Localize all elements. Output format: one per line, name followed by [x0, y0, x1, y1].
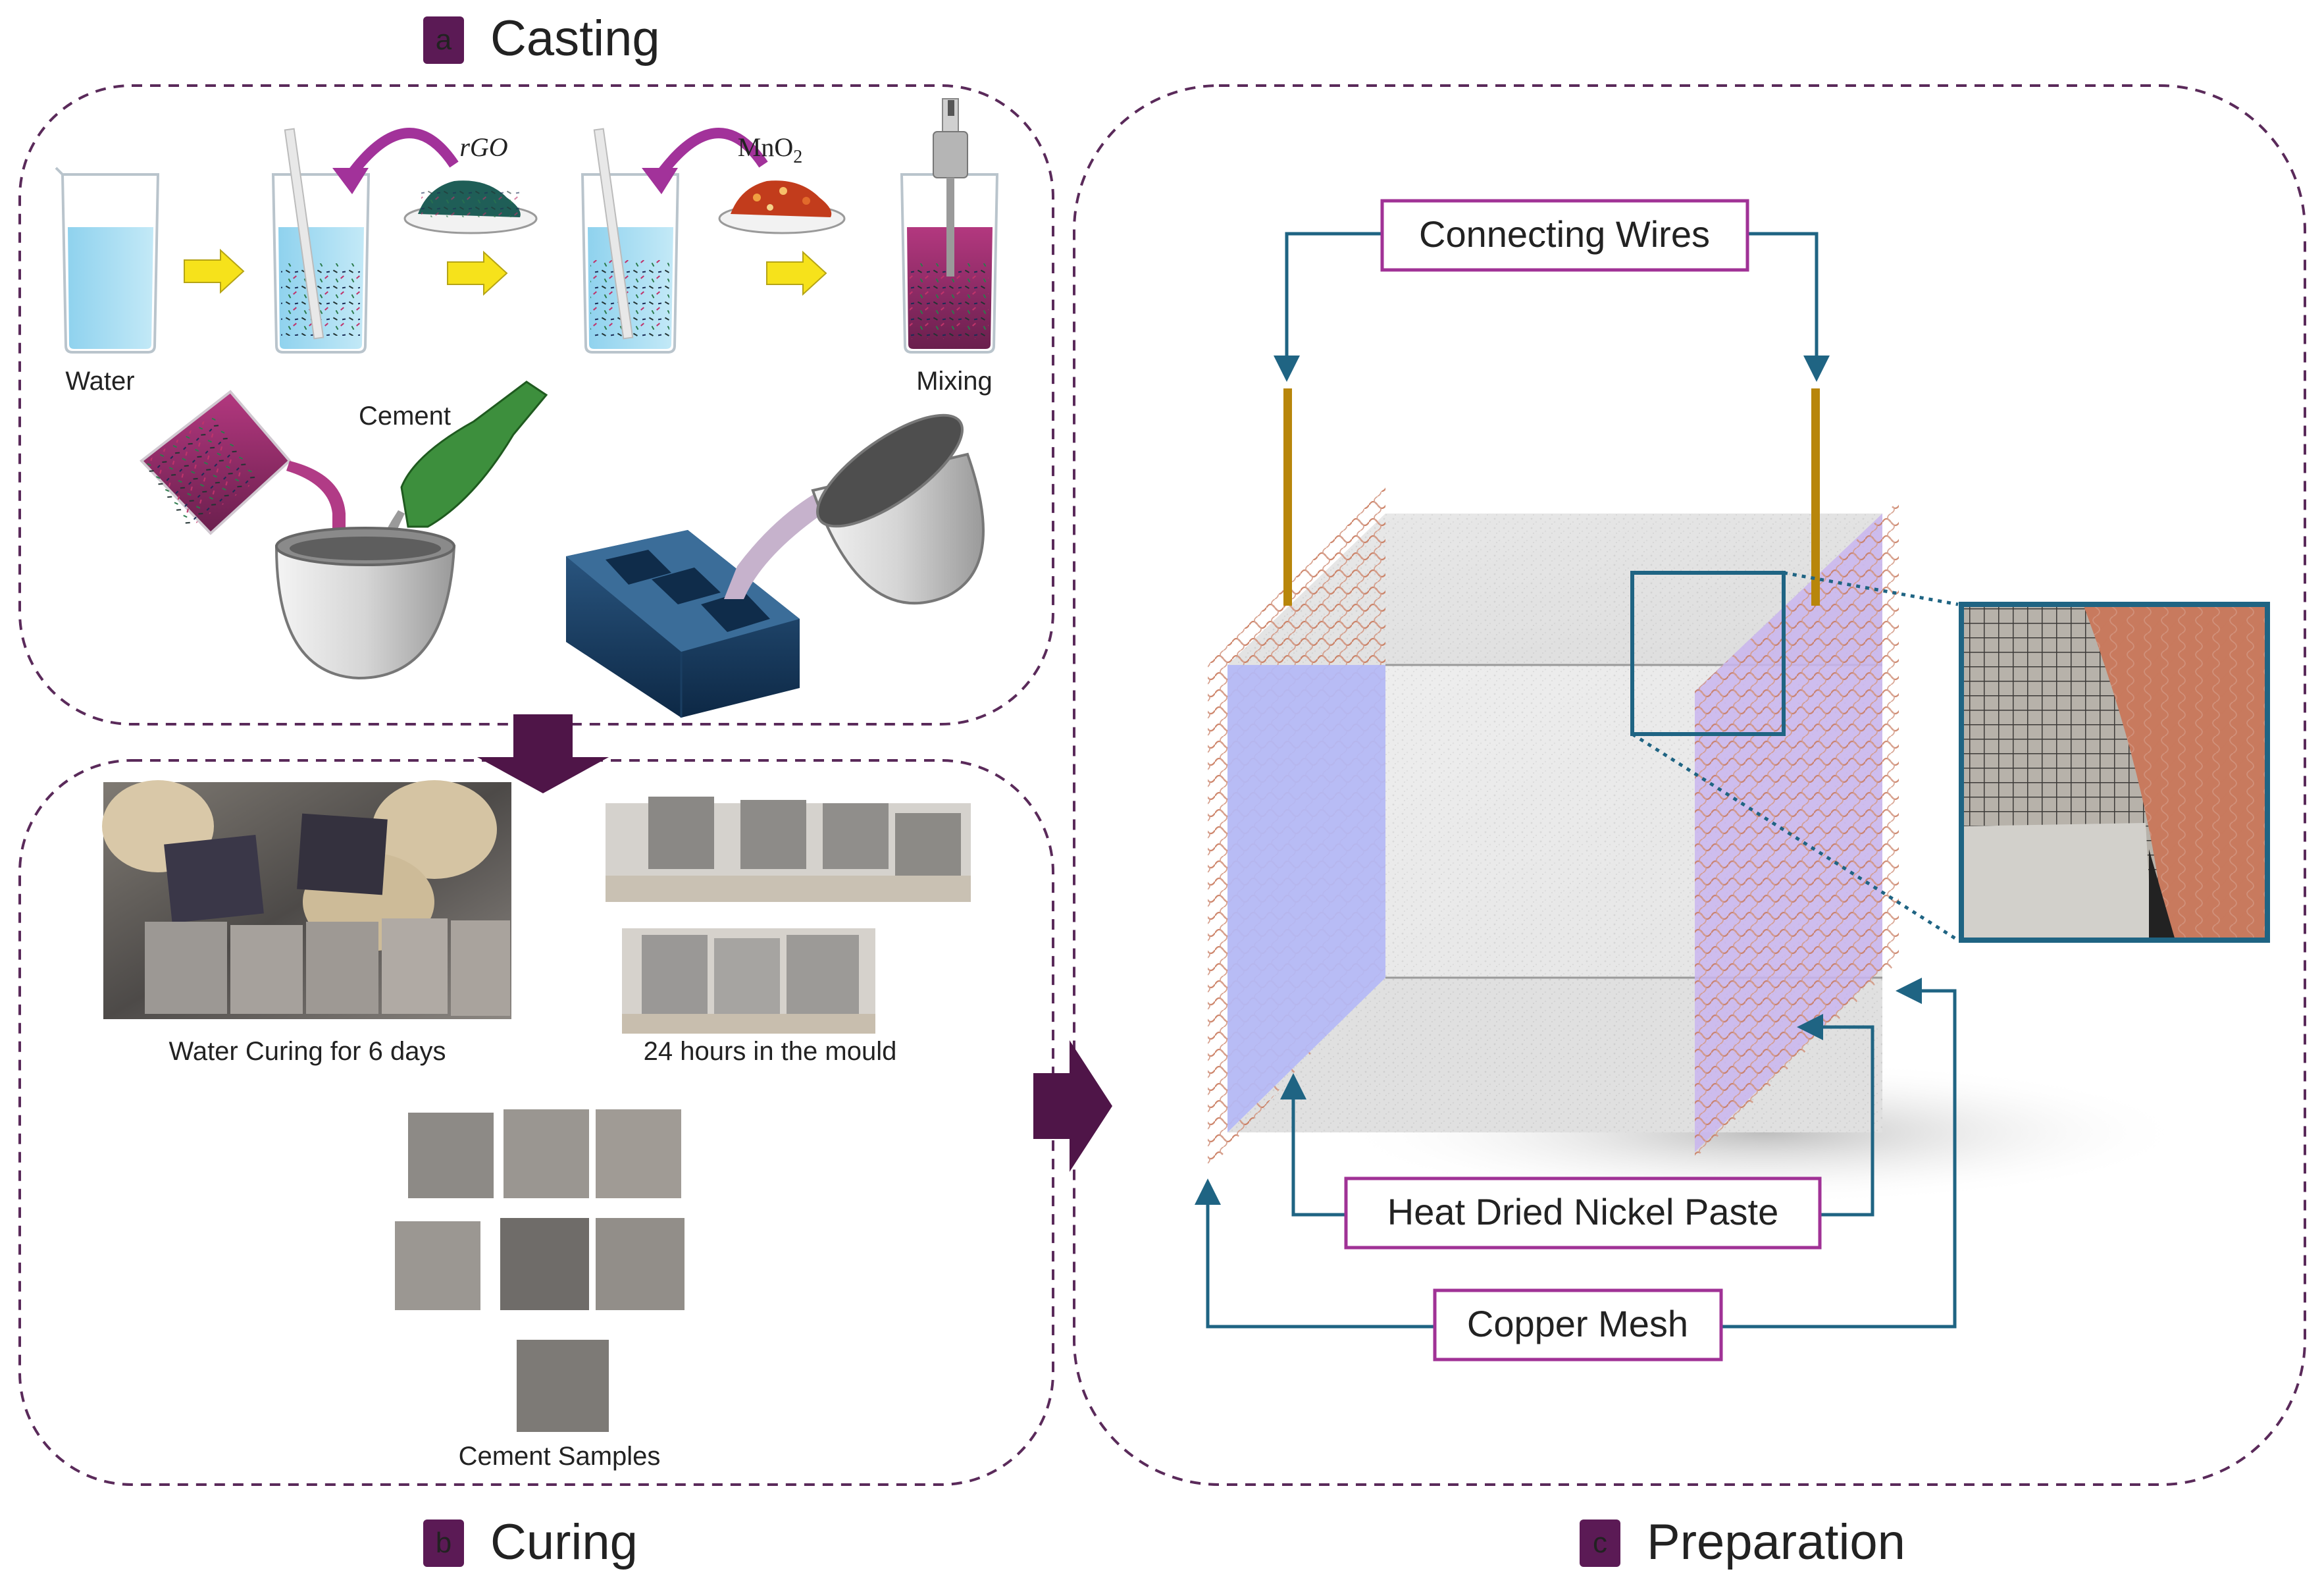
copper-mesh-label: Copper Mesh	[1467, 1303, 1688, 1344]
connector-wire-left	[1274, 232, 1382, 382]
curved-arrow-head-icon	[642, 168, 678, 194]
panel-b-letter: b	[436, 1527, 452, 1559]
panel-c-letter: c	[1593, 1527, 1607, 1559]
mixing-bowl-icon	[274, 527, 456, 680]
water-curing-caption: Water Curing for 6 days	[169, 1037, 446, 1066]
cement-label: Cement	[359, 402, 451, 431]
panel-a-title-text: Casting	[490, 11, 660, 66]
connector-mesh-right	[1721, 978, 1957, 1329]
yellow-arrow-icon	[447, 250, 508, 296]
panel-a-letter: a	[436, 24, 452, 56]
cement-samples-photo	[395, 1109, 684, 1432]
mixing-label: Mixing	[916, 367, 993, 396]
rgo-label: rGO	[459, 132, 507, 162]
nickel-paste-label: Heat Dried Nickel Paste	[1387, 1191, 1778, 1232]
connecting-wires-label: Connecting Wires	[1419, 213, 1710, 255]
zoom-selection-box	[1630, 571, 1786, 736]
right-connecting-wire	[1811, 388, 1820, 606]
connector-paste-left	[1280, 1073, 1346, 1217]
panel-b-title: b Curing	[423, 1514, 638, 1570]
right-copper-mesh	[1695, 500, 1899, 1159]
left-nickel-paste	[1227, 665, 1385, 1132]
panel-c-title: c Preparation	[1580, 1514, 1905, 1570]
rgo-beaker-icon	[271, 128, 371, 354]
curved-arrow-icon	[654, 128, 768, 181]
mixer-beaker-icon	[900, 98, 999, 354]
mno2-dish-icon	[718, 180, 846, 234]
rgo-dish-icon	[403, 180, 538, 234]
water-beaker-icon	[55, 167, 160, 354]
mno2-beaker-icon	[581, 128, 680, 354]
connector-mesh-left	[1195, 1178, 1435, 1329]
mno2-label: MnO2	[738, 132, 802, 167]
pouring-bowl-icon	[811, 413, 985, 605]
left-connecting-wire	[1283, 388, 1292, 606]
panel-b-title-text: Curing	[490, 1514, 638, 1570]
flow-arrow-down	[477, 714, 609, 793]
copper-mesh-box	[1433, 1288, 1723, 1361]
mno2-label-subscript: 2	[793, 147, 802, 167]
yellow-arrow-icon	[184, 248, 245, 294]
purple-pour-stream	[286, 461, 346, 556]
zoom-line-top	[1783, 571, 1959, 606]
connector-paste-right	[1797, 1014, 1874, 1217]
panel-a-title: a Casting	[423, 11, 660, 66]
mould-pour-stream	[724, 487, 833, 599]
panel-c-border	[1073, 84, 2306, 1486]
nickel-paste-box	[1344, 1176, 1822, 1250]
curved-arrow-head-icon	[332, 168, 369, 194]
panel-c-title-text: Preparation	[1647, 1514, 1905, 1570]
curved-arrow-icon	[344, 128, 459, 181]
pouring-beaker-icon	[140, 390, 292, 535]
connecting-wires-box	[1380, 199, 1749, 272]
panel-c-badge	[1580, 1520, 1620, 1567]
water-curing-photo	[102, 780, 511, 1019]
panel-a-badge	[423, 16, 464, 64]
mould-photo-top	[606, 797, 971, 902]
zoom-inset-photo	[1959, 602, 2270, 943]
flow-arrow-right	[1033, 1040, 1112, 1172]
water-label: Water	[65, 367, 134, 396]
yellow-arrow-icon	[766, 250, 827, 296]
cement-bottle-icon	[400, 381, 548, 528]
panel-b-badge	[423, 1520, 464, 1567]
samples-caption: Cement Samples	[459, 1442, 661, 1471]
connector-wire-right	[1747, 232, 1830, 382]
mould-caption: 24 hours in the mould	[644, 1037, 897, 1066]
mno2-label-main: MnO	[738, 132, 793, 162]
mould-photo-bottom	[622, 928, 875, 1034]
